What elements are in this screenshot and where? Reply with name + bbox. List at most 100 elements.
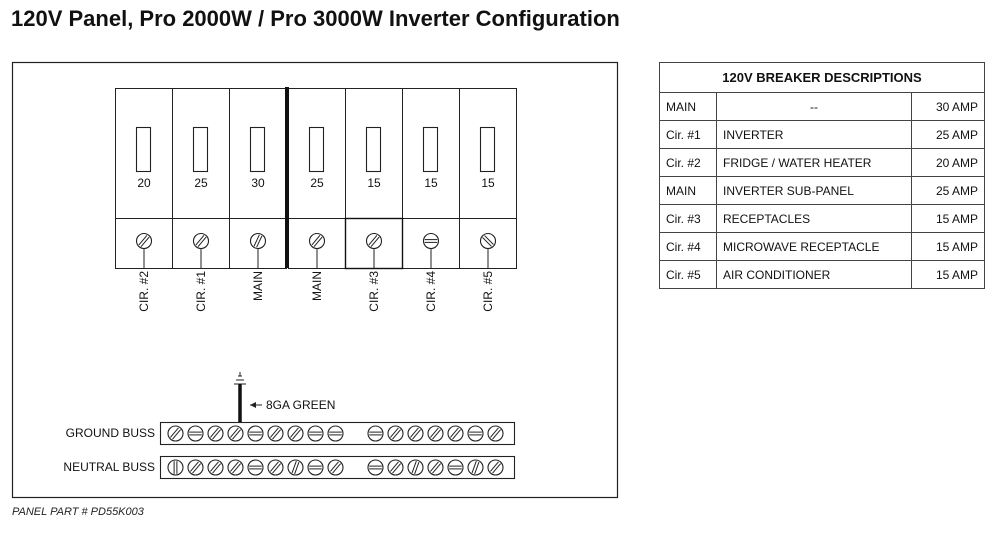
circuit-label: CIR. #3	[367, 271, 381, 312]
screw-icon	[135, 232, 153, 250]
screw-head	[387, 459, 404, 476]
circuit-cell: Cir. #1	[659, 120, 717, 149]
screw-head	[247, 425, 264, 442]
ground-buss: GROUND BUSS	[66, 421, 516, 446]
screw-slot	[256, 235, 263, 248]
screw-icon	[307, 459, 324, 476]
breaker-toggle	[135, 126, 152, 173]
screw-head	[427, 459, 444, 476]
screw-head	[192, 232, 210, 250]
description-cell: MICROWAVE RECEPTACLE	[716, 232, 912, 261]
screw-slot	[269, 461, 279, 472]
screw-slot	[209, 461, 219, 472]
table-row: Cir. #4 MICROWAVE RECEPTACLE 15 AMP	[659, 232, 985, 261]
screw-head	[447, 425, 464, 442]
screw-head	[249, 232, 267, 250]
screw-slot	[471, 460, 477, 474]
table-header-row: 120V BREAKER DESCRIPTIONS	[659, 62, 985, 93]
screw-slot	[209, 427, 219, 438]
description-cell: INVERTER	[716, 120, 912, 149]
breaker-descriptions-table: 120V BREAKER DESCRIPTIONS MAIN -- 30 AMP…	[659, 62, 985, 289]
buss-label: GROUND BUSS	[66, 426, 155, 440]
screw-slot	[492, 429, 502, 440]
circuit-label: CIR. #5	[481, 271, 495, 312]
screw-slot	[272, 429, 282, 440]
screw-slot	[329, 461, 339, 472]
breaker-rating: 25	[310, 176, 324, 190]
screw-slot	[195, 234, 205, 246]
breaker-rating: 30	[251, 176, 265, 190]
screw-slot	[294, 461, 300, 475]
screw-icon	[422, 232, 440, 250]
screw-head	[308, 232, 326, 250]
breaker-toggle	[479, 126, 496, 173]
breaker-rating: 15	[367, 176, 381, 190]
screw-head	[267, 459, 284, 476]
screw-slot	[414, 461, 420, 475]
screw-head	[327, 459, 344, 476]
panel-frame	[11, 61, 619, 499]
screw-icon	[249, 232, 267, 250]
screw-icon	[447, 425, 464, 442]
screw-head	[167, 425, 184, 442]
screw-icon	[365, 232, 383, 250]
screw-head	[365, 232, 383, 250]
screw-head	[207, 425, 224, 442]
screw-head	[287, 459, 304, 476]
screw-icon	[467, 459, 484, 476]
screw-slot	[492, 463, 502, 474]
screw-slot	[432, 463, 442, 474]
screw-head	[327, 425, 344, 442]
screw-slot	[269, 427, 279, 438]
breaker-rating: 20	[137, 176, 151, 190]
screw-slot	[212, 463, 222, 474]
screw-slot	[482, 237, 492, 247]
screw-slot	[392, 429, 402, 440]
circuit-cell: Cir. #5	[659, 260, 717, 289]
screw-slot	[412, 429, 422, 440]
wire-pointer-icon	[250, 402, 262, 408]
screw-icon	[487, 459, 504, 476]
screw-head	[187, 425, 204, 442]
breaker-rating: 15	[424, 176, 438, 190]
description-cell: FRIDGE / WATER HEATER	[716, 148, 912, 177]
screw-slot	[311, 234, 321, 246]
screw-slot	[229, 427, 239, 438]
breaker-toggle	[249, 126, 266, 173]
page-title: 120V Panel, Pro 2000W / Pro 3000W Invert…	[11, 6, 620, 31]
screw-head	[467, 425, 484, 442]
screw-head	[167, 459, 184, 476]
screw-head	[227, 459, 244, 476]
screw-slot	[192, 463, 202, 474]
circuit-label: CIR. #2	[137, 271, 151, 312]
screw-head	[387, 425, 404, 442]
screw-slot	[140, 236, 150, 248]
screw-icon	[427, 425, 444, 442]
screw-icon	[287, 459, 304, 476]
breaker-rating: 25	[194, 176, 208, 190]
table-row: Cir. #2 FRIDGE / WATER HEATER 20 AMP	[659, 148, 985, 177]
circuit-label: CIR. #4	[424, 271, 438, 312]
circuit-cell: Cir. #3	[659, 204, 717, 233]
description-cell: --	[716, 92, 912, 121]
screw-icon	[327, 425, 344, 442]
highlighted-terminal	[344, 217, 404, 270]
screw-head	[287, 425, 304, 442]
screw-slot	[409, 427, 419, 438]
screw-icon	[247, 459, 264, 476]
screw-head	[422, 232, 440, 250]
amps-cell: 20 AMP	[911, 148, 985, 177]
circuit-label: CIR. #1	[194, 271, 208, 312]
screw-icon	[308, 232, 326, 250]
amps-cell: 25 AMP	[911, 176, 985, 205]
screw-head	[407, 459, 424, 476]
screw-slot	[474, 461, 480, 475]
table-row: MAIN -- 30 AMP	[659, 92, 985, 121]
breaker-toggle	[192, 126, 209, 173]
